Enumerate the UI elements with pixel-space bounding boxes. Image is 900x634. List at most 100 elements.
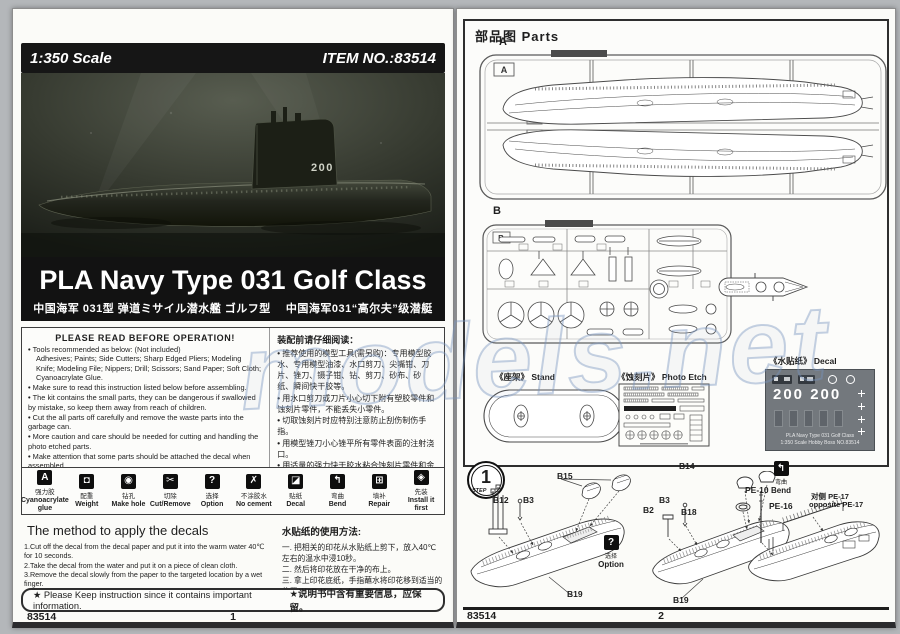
- page-2: 部品图 Parts A A: [456, 8, 896, 628]
- glyph: ◉: [124, 475, 133, 487]
- symbol-label-en: Option: [200, 500, 224, 508]
- symbol-label-en: Bend: [328, 500, 347, 508]
- photo-etch-label: 《蚀刻片》 Photo Etch: [617, 371, 707, 383]
- symbol-label-en: Decal: [286, 500, 306, 508]
- bend-label-cn: 弯曲: [774, 480, 787, 486]
- stand-label-en: Stand: [531, 372, 556, 382]
- glyph: ?: [607, 537, 615, 548]
- symbol-label-cn: 不涂胶水: [240, 492, 267, 500]
- step-word: STEP: [472, 488, 487, 494]
- weight-icon: ◘: [79, 473, 95, 489]
- symbol-label-cn: 配重: [80, 492, 94, 500]
- symbol-label-en: Install it first: [407, 497, 435, 512]
- footer-item-code: 83514: [467, 610, 497, 622]
- part-label-b12: B12: [493, 495, 509, 505]
- make-hole-icon: ◉: [120, 473, 136, 489]
- glyph: ⊞: [375, 475, 384, 487]
- symbol-label-en: Cut/Remove: [149, 500, 191, 508]
- decal-cross-mark: [858, 403, 865, 410]
- parts-diagram-box: 部品图 Parts A A: [463, 19, 889, 467]
- precaution-item: 用水口剪刀或刀片小心切下附有塑胶零件和蚀刻片零件，不能丢失小零件。: [277, 393, 437, 415]
- decal-cross-mark: [858, 428, 865, 435]
- decal-caption-line2: 1:350 Scale Hobby Boss NO.83514: [780, 440, 860, 446]
- item-number: ITEM NO.:83514: [322, 49, 436, 67]
- decal-step: 2.Take the decal from the water and put …: [24, 560, 238, 570]
- symbol-bend: ↰ 弯曲 Bend: [317, 473, 358, 508]
- footer-page-number: 1: [230, 611, 236, 623]
- decal-method-heading-en: The method to apply the decals: [27, 523, 209, 538]
- precaution-item: 切取蚀刻片时应特别注意防止刮伤制伤手指。: [277, 415, 437, 437]
- symbol-decal: ◪ 贴纸 Decal: [275, 473, 316, 508]
- bend-icon: ↰: [773, 461, 789, 476]
- symbol-label-en: Make hole: [111, 500, 146, 508]
- precaution-item: 推荐使用的模型工具(需另购)：专用模型胶水、专用模型油漆、水口剪刀、尖嘴钳、刀片…: [277, 348, 437, 392]
- symbol-label-cn: 切除: [163, 492, 177, 500]
- precaution-item: The kit contains the small parts, they c…: [28, 393, 262, 412]
- precaution-item: Make sure to read this instruction liste…: [28, 383, 262, 392]
- assembly-diagram-1: [470, 474, 631, 596]
- glyph: A: [41, 471, 49, 483]
- repair-icon: ⊞: [371, 473, 387, 489]
- precautions-box: PLEASE READ BEFORE OPERATION! Tools reco…: [21, 327, 445, 515]
- decal-roundel: [846, 375, 855, 384]
- scale-item-banner: 1:350 Scale ITEM NO.:83514: [21, 43, 445, 73]
- decal-marking: [798, 375, 815, 384]
- keep-instruction-note: ★ Please Keep instruction since it conta…: [21, 588, 445, 614]
- sprue-b-drawing: B: [482, 220, 732, 344]
- decal-cross-mark: [858, 390, 865, 397]
- step-number: 1: [480, 467, 491, 487]
- photo-etch-drawing: [618, 383, 710, 447]
- tools-list: Adhesives; Paints; Side Cutters; Sharp E…: [36, 354, 262, 383]
- glyph: ◈: [417, 471, 425, 483]
- precautions-list-en: Tools recommended as below: (Not include…: [28, 345, 262, 467]
- part-label-pe10: PE-10: [745, 485, 769, 495]
- option-label-cn: 选择: [604, 554, 617, 560]
- symbol-label-cn: 贴纸: [289, 492, 303, 500]
- precaution-item: More caution and care should be needed f…: [28, 432, 262, 451]
- glyph: ◪: [290, 475, 301, 487]
- precautions-columns: PLEASE READ BEFORE OPERATION! Tools reco…: [22, 328, 444, 467]
- decal-sheet-label: 《水贴纸》 Decal: [769, 355, 837, 367]
- keep-note-cn: ★说明书中含有重要信息，应保留。: [289, 589, 422, 614]
- decal-flag: [789, 410, 798, 427]
- symbol-make-hole: ◉ 钻孔 Make hole: [108, 473, 149, 508]
- symbol-no-cement: ✗ 不涂胶水 No cement: [233, 473, 274, 508]
- step-1-badge: 1 STEP: [467, 461, 505, 499]
- precautions-heading-en: PLEASE READ BEFORE OPERATION!: [55, 333, 235, 343]
- tools-intro: Tools recommended as below: (Not include…: [32, 345, 181, 354]
- decal-cross-mark: [858, 416, 865, 423]
- part-label-pe16: PE-16: [769, 501, 793, 511]
- footer-rule: [463, 607, 889, 610]
- decal-step: 3.Remove the decal slowly from the paper…: [24, 570, 263, 589]
- kit-subtitle: 中国海军 031型 弹道ミサイル潜水艦 ゴルフ型 中国海军031“高尔夫”级潜艇: [33, 303, 433, 315]
- footer-item-code: 83514: [27, 611, 57, 623]
- scale-label: 1:350 Scale: [30, 49, 112, 67]
- bend-label-en: Bend: [771, 486, 791, 495]
- deck-part-drawing: [718, 273, 809, 301]
- decal-method-section: The method to apply the decals 1.Cut off…: [21, 520, 445, 607]
- stand-label-cn: 《座架》: [495, 372, 530, 382]
- symbol-label-en: Repair: [368, 500, 391, 508]
- decal-flag: [804, 410, 813, 427]
- decal-step: 1.Cut off the decal from the decal paper…: [24, 542, 265, 561]
- part-label-b19: B19: [567, 589, 583, 599]
- part-label-pe17-en: opposite PE-17: [809, 500, 864, 509]
- decal-sheet: 200 200 PLA Navy Type 031 Golf Class 1:3…: [765, 369, 875, 451]
- stand-drawing: [483, 389, 625, 443]
- cut-remove-icon: ✂: [162, 473, 178, 489]
- decal-marking: [772, 375, 792, 384]
- symbol-label-cn: 填补: [372, 492, 386, 500]
- precautions-list-cn: 推荐使用的模型工具(需另购)：专用模型胶水、专用模型油漆、水口剪刀、尖嘴钳、刀片…: [277, 348, 437, 467]
- precautions-english: PLEASE READ BEFORE OPERATION! Tools reco…: [22, 328, 271, 467]
- symbol-label-en: Weight: [75, 500, 99, 508]
- option-icon: ?: [204, 473, 220, 489]
- stand-label: 《座架》 Stand: [495, 371, 555, 383]
- symbol-label-cn: 先装: [414, 489, 428, 497]
- option-label-en: Option: [598, 560, 624, 569]
- decal-label-cn: 《水贴纸》: [769, 356, 812, 366]
- precaution-item: 用适量的强力快干胶水粘合蚀刻片零件和金属轴，切忌过量，否则可能导致可动零件被粘住…: [277, 460, 437, 467]
- decal-label-en: Decal: [813, 356, 837, 366]
- part-label-pe17-cn: 对侧 PE-17: [811, 492, 849, 501]
- decal-roundel: [828, 375, 837, 384]
